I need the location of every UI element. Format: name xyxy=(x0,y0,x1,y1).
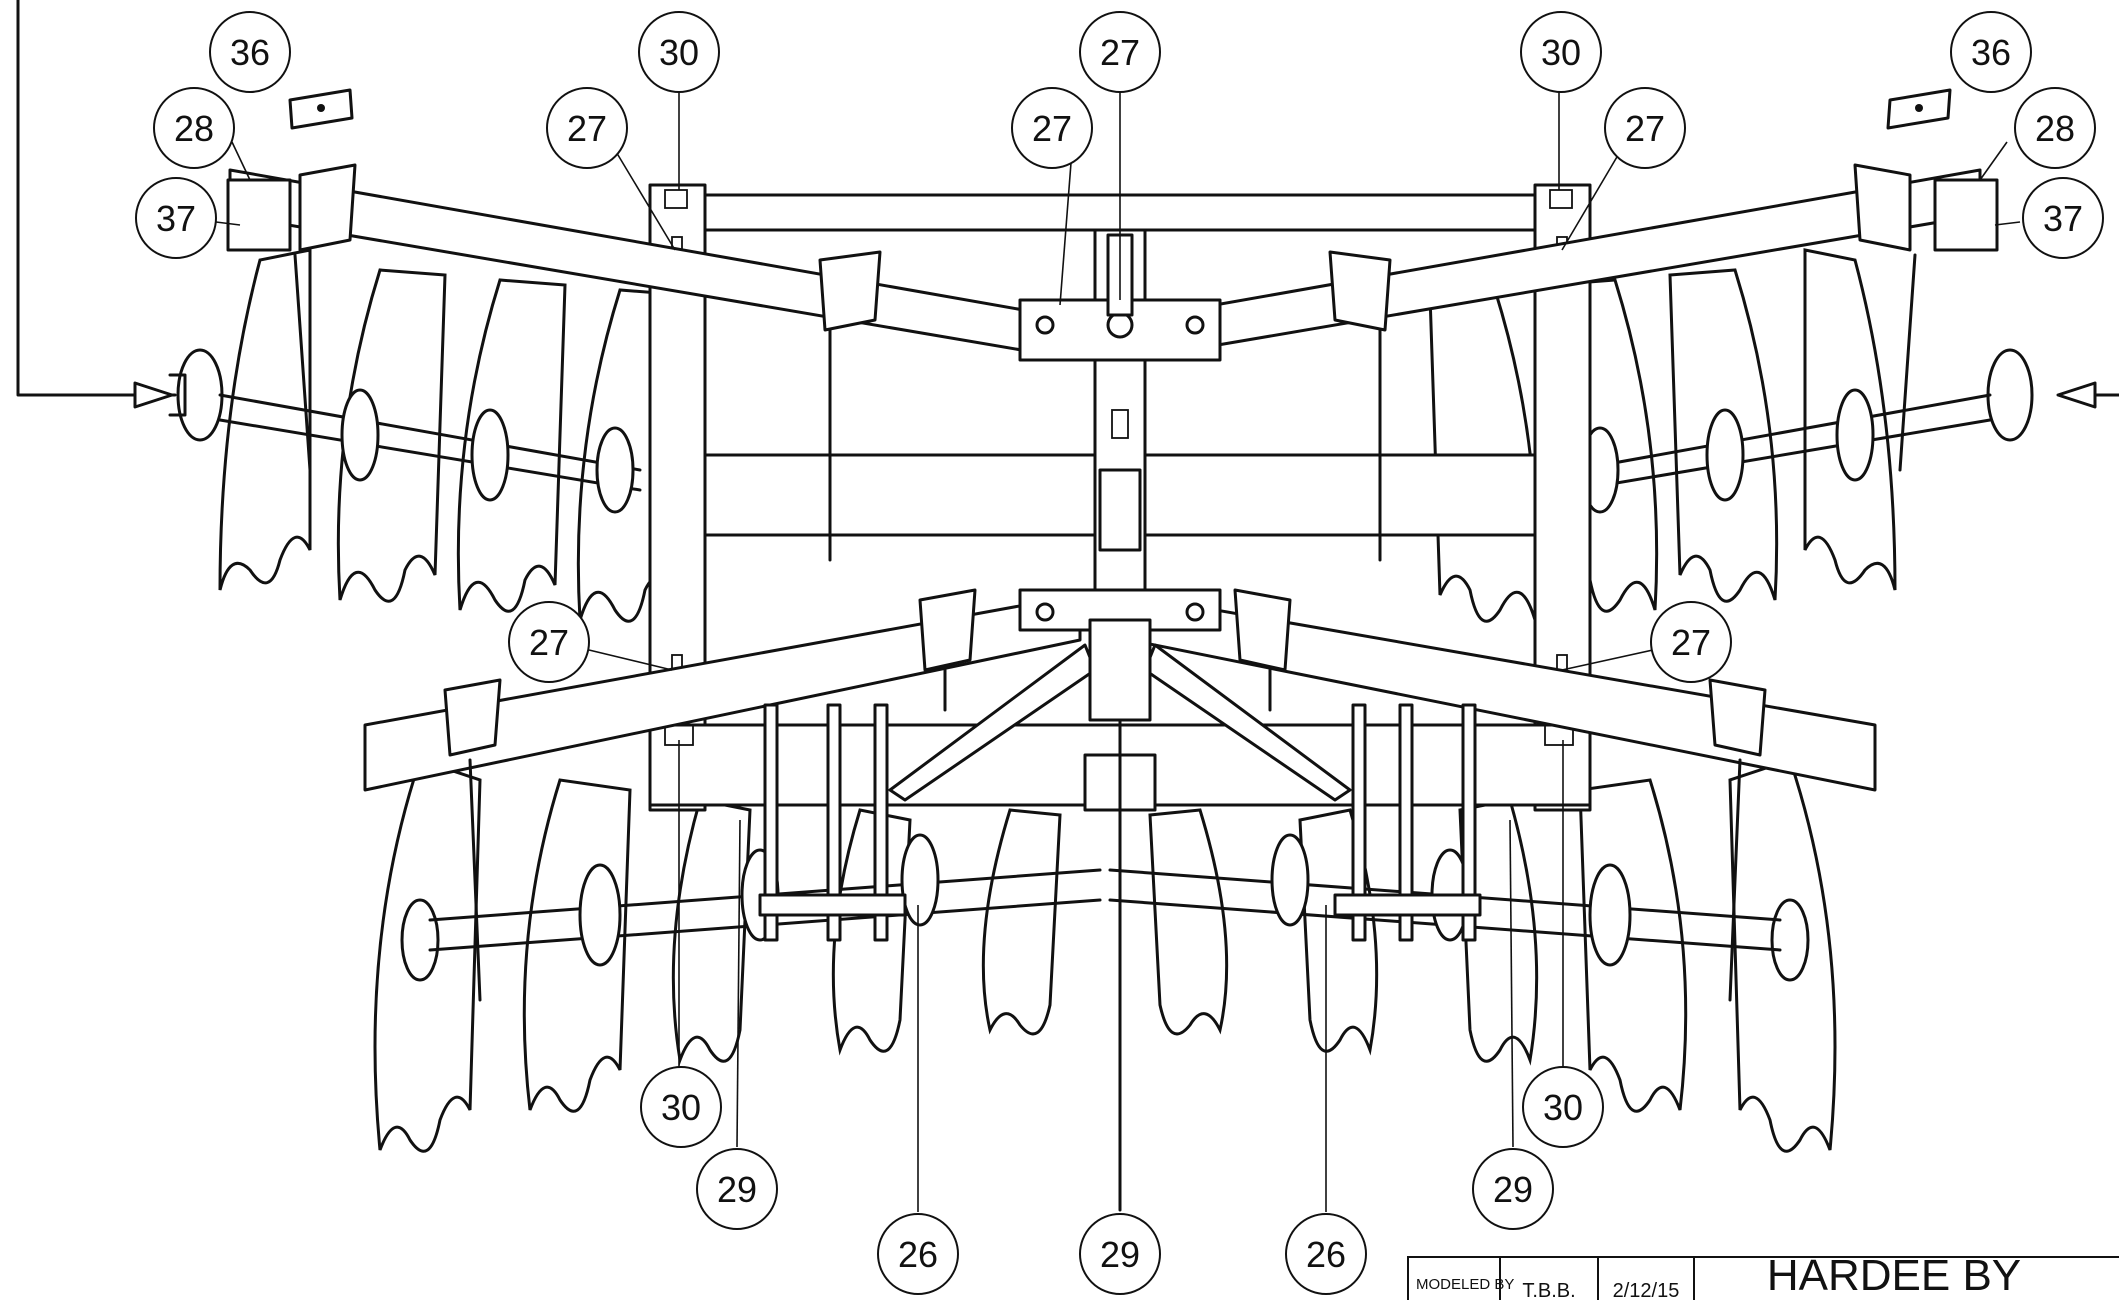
center-hitch xyxy=(888,228,1352,1212)
callout-27-left-upper: 27 xyxy=(546,87,628,169)
callout-27-right-upper: 27 xyxy=(1604,87,1686,169)
callout-label: 27 xyxy=(1100,32,1140,73)
callout-label: 30 xyxy=(1541,32,1581,73)
callout-27-left-lower: 27 xyxy=(508,601,590,683)
callout-30-bottom-left: 30 xyxy=(640,1066,722,1148)
callout-label: 30 xyxy=(661,1087,701,1128)
modeled-date: 2/12/15 xyxy=(1613,1280,1680,1300)
callout-label: 26 xyxy=(898,1234,938,1275)
front-right-disc-gang xyxy=(1108,758,1837,1153)
decals xyxy=(288,88,1952,130)
reference-arrows xyxy=(16,0,2119,409)
callout-label: 28 xyxy=(2035,108,2075,149)
callout-26-left: 26 xyxy=(877,1213,959,1295)
callout-29-left: 29 xyxy=(696,1148,778,1230)
callout-27-center-left: 27 xyxy=(1011,87,1093,169)
callout-30-top-right: 30 xyxy=(1520,11,1602,93)
leader-lines xyxy=(215,90,2021,1212)
callout-37-right: 37 xyxy=(2022,177,2104,259)
modeled-by-value: T.B.B. xyxy=(1522,1280,1575,1300)
modeled-by-label: MODELED BY xyxy=(1416,1276,1514,1293)
title-block: MODELED BY T.B.B. 2/12/15 HARDEE BY xyxy=(1407,1251,2119,1300)
rear-left-disc-gang xyxy=(133,248,687,623)
callout-label: 36 xyxy=(230,32,270,73)
callout-label: 37 xyxy=(2043,198,2083,239)
callout-label: 29 xyxy=(717,1169,757,1210)
callout-label: 30 xyxy=(659,32,699,73)
callout-label: 26 xyxy=(1306,1234,1346,1275)
callout-27-right-lower: 27 xyxy=(1650,601,1732,683)
callout-36-right: 36 xyxy=(1950,11,2032,93)
front-straps xyxy=(758,703,1482,942)
callout-30-top-left: 30 xyxy=(638,11,720,93)
callout-label: 37 xyxy=(156,198,196,239)
callout-label: 28 xyxy=(174,108,214,149)
callout-30-bottom-right: 30 xyxy=(1522,1066,1604,1148)
callout-36-left: 36 xyxy=(209,11,291,93)
callout-label: 29 xyxy=(1493,1169,1533,1210)
callout-label: 36 xyxy=(1971,32,2011,73)
callout-label: 29 xyxy=(1100,1234,1140,1275)
callout-label: 27 xyxy=(1671,622,1711,663)
callout-29-center: 29 xyxy=(1079,1213,1161,1295)
callout-37-left: 37 xyxy=(135,177,217,259)
callout-29-right: 29 xyxy=(1472,1148,1554,1230)
callout-28-right: 28 xyxy=(2014,87,2096,169)
rear-right-disc-gang xyxy=(1428,248,2034,623)
callout-27-top-center: 27 xyxy=(1079,11,1161,93)
callout-26-right: 26 xyxy=(1285,1213,1367,1295)
callout-label: 27 xyxy=(567,108,607,149)
callout-label: 30 xyxy=(1543,1087,1583,1128)
company-name: HARDEE BY xyxy=(1767,1251,2021,1300)
callout-28-left: 28 xyxy=(153,87,235,169)
callout-label: 27 xyxy=(1625,108,1665,149)
callout-label: 27 xyxy=(1032,108,1072,149)
callout-label: 27 xyxy=(529,622,569,663)
gang-hangers xyxy=(293,163,1917,1002)
